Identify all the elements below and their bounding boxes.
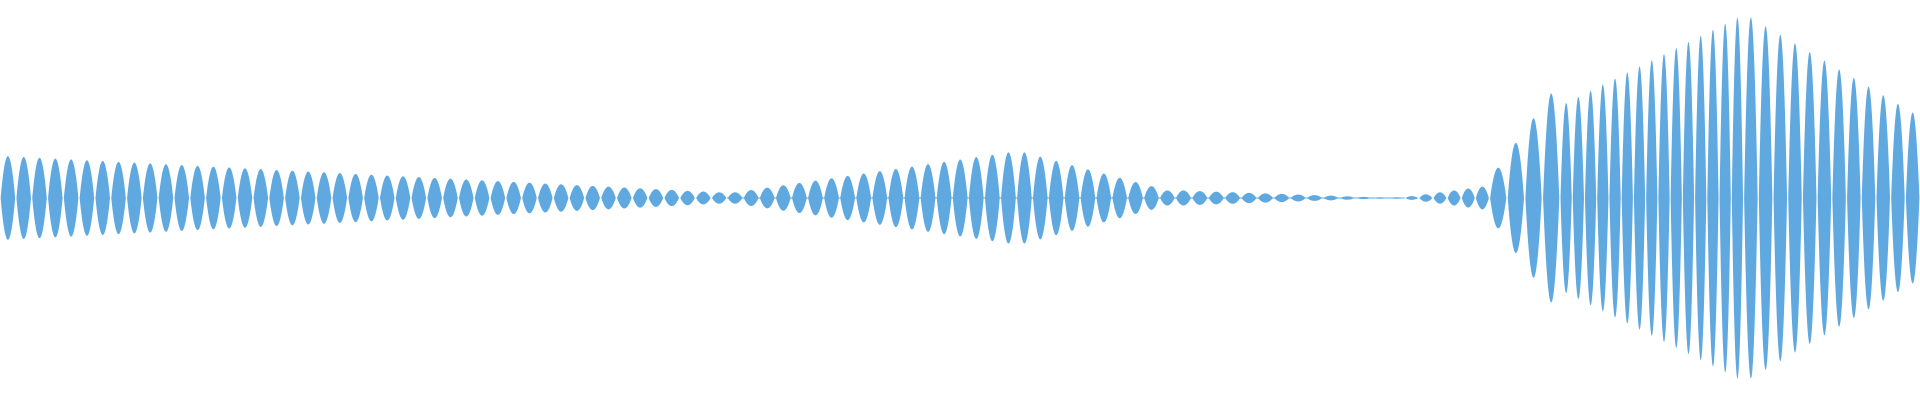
waveform-lobe [427,177,442,219]
waveform-lobe [1490,167,1507,229]
waveform-lobe [1891,103,1905,293]
waveform-lobe [1695,35,1707,361]
waveform-lobe [1707,29,1719,367]
waveform-lobe [1847,77,1861,319]
waveform-lobe [1744,17,1758,379]
waveform-lobe [1788,43,1802,353]
waveform-lobe [522,182,537,214]
waveform-lobe [158,164,174,232]
waveform-lobe [1670,48,1682,348]
waveform-lobe [443,178,458,218]
waveform-lobe [111,161,126,235]
waveform-lobe [1560,103,1572,293]
waveform-lobe [664,189,680,207]
waveform-lobe [1609,78,1621,318]
waveform-lobe [1876,95,1890,301]
waveform-lobe [632,188,648,208]
waveform-lobe [1475,186,1489,210]
waveform-lobe [1461,188,1475,208]
waveform-lobe [348,173,363,223]
waveform-lobe [0,156,16,240]
waveform-lobe [1419,194,1433,202]
waveform-lobe [1633,66,1646,330]
waveform-lobe [1773,34,1788,362]
waveform-lobe [1433,192,1447,204]
waveform-lobe [1802,52,1817,344]
waveform-lobe [1682,41,1695,355]
waveform-lobe [1543,93,1560,303]
waveform-lobe [1758,26,1773,370]
waveform-lobe [696,191,711,205]
waveform-lobe [190,165,205,231]
waveform-lobe [237,168,253,228]
waveform-lobe [364,174,379,222]
waveform-lobe [1646,60,1658,336]
waveform-lobe [253,169,269,227]
waveform-lobe [553,184,569,212]
waveform-lobe [127,162,142,234]
waveform-lobe [269,169,284,227]
waveform-lobe [1621,72,1633,324]
waveform-lobe [1719,23,1731,373]
waveform-lobe [48,158,63,238]
waveform-lobe [1597,84,1609,312]
waveform-lobe [1572,96,1584,300]
waveform-lobe [16,157,31,239]
waveform-lobe [379,175,395,221]
waveform-lobe [332,173,348,223]
waveform-lobe [142,163,158,233]
waveform-lobe [174,165,190,231]
waveform-lobe [1832,69,1846,327]
waveform-lobe [474,180,490,216]
waveform-lobe [316,172,332,224]
waveform-lobe [601,186,616,210]
waveform-lobe [459,179,474,217]
waveform-lobe [1447,190,1461,206]
waveform-lobe [648,189,664,207]
waveform-lobe [617,187,632,209]
waveform-lobe [63,159,79,237]
waveform-lobe [1731,17,1744,379]
waveform-lobe [1405,196,1419,200]
waveform-lobe [1905,112,1920,284]
waveform-lobe [1861,86,1876,310]
waveform-lobe [300,171,316,225]
waveform-lobe [411,177,427,219]
waveform-lobes [0,17,1920,379]
waveform-lobe [395,176,411,220]
waveform-lobe [1584,90,1597,306]
waveform-lobe [221,167,237,229]
waveform-lobe [1658,54,1670,342]
waveform-lobe [1817,60,1832,336]
waveform-lobe [79,160,95,236]
waveform-lobe [95,161,111,235]
waveform-lobe [285,170,300,226]
waveform-lobe [506,181,521,215]
waveform-lobe [32,157,47,239]
waveform-lobe [1525,118,1542,278]
waveform-lobe [569,185,585,211]
waveform-lobe [585,185,600,211]
waveform-lobe [538,183,553,213]
waveform-lobe [1507,142,1524,254]
waveform-lobe [206,166,221,230]
waveform-lobe [680,190,695,206]
waveform-lobe [490,181,506,215]
waveform-lobe [711,192,727,204]
